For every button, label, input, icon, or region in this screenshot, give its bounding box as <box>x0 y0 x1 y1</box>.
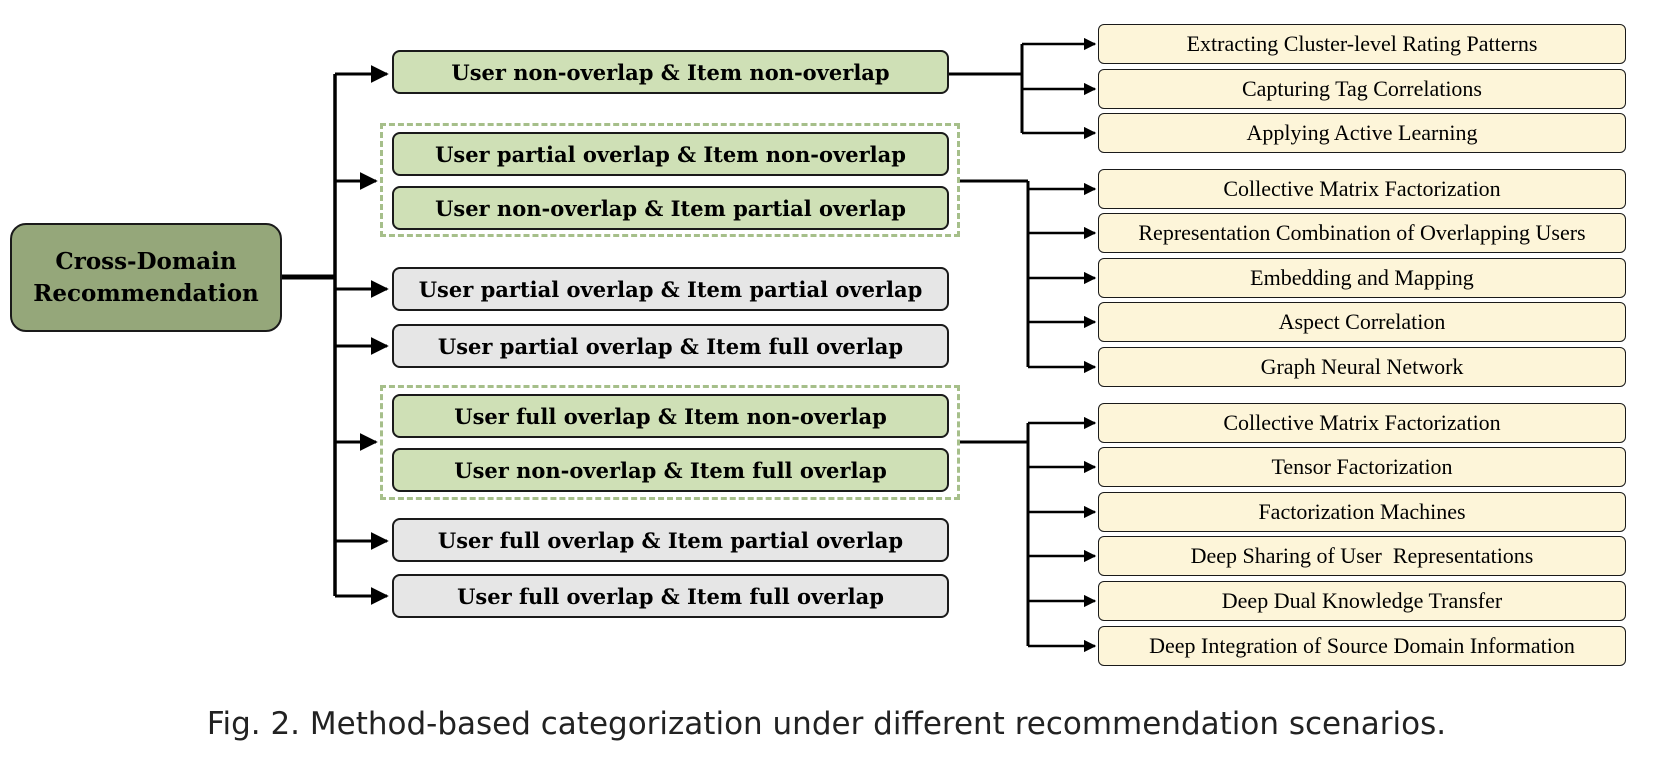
scenario-box: User non-overlap & Item non-overlap <box>392 50 949 94</box>
scenario-box: User partial overlap & Item partial over… <box>392 267 949 311</box>
scenario-group-partial-nonoverlap <box>380 123 960 237</box>
method-box: Tensor Factorization <box>1098 447 1626 487</box>
method-box: Factorization Machines <box>1098 492 1626 532</box>
scenario-box: User non-overlap & Item full overlap <box>392 448 949 492</box>
figure-caption: Fig. 2. Method-based categorization unde… <box>206 706 1447 742</box>
method-box: Collective Matrix Factorization <box>1098 403 1626 443</box>
scenario-box: User non-overlap & Item partial overlap <box>392 186 949 230</box>
method-box: Deep Integration of Source Domain Inform… <box>1098 626 1626 666</box>
method-box: Representation Combination of Overlappin… <box>1098 213 1626 253</box>
method-box: Extracting Cluster-level Rating Patterns <box>1098 24 1626 64</box>
scenario-box: User partial overlap & Item full overlap <box>392 324 949 368</box>
method-box: Deep Sharing of User Representations <box>1098 536 1626 576</box>
method-box: Aspect Correlation <box>1098 302 1626 342</box>
scenario-box: User full overlap & Item non-overlap <box>392 394 949 438</box>
method-box: Graph Neural Network <box>1098 347 1626 387</box>
method-box: Applying Active Learning <box>1098 113 1626 153</box>
method-box: Embedding and Mapping <box>1098 258 1626 298</box>
root-label-line2: Recommendation <box>33 279 259 307</box>
method-box: Capturing Tag Correlations <box>1098 69 1626 109</box>
scenario-box: User partial overlap & Item non-overlap <box>392 132 949 176</box>
root-node-cross-domain-recommendation: Cross-Domain Recommendation <box>10 223 282 332</box>
root-label-line1: Cross-Domain <box>55 247 237 275</box>
scenario-box: User full overlap & Item full overlap <box>392 574 949 618</box>
scenario-group-full-nonoverlap <box>380 385 960 500</box>
method-box: Deep Dual Knowledge Transfer <box>1098 581 1626 621</box>
scenario-box: User full overlap & Item partial overlap <box>392 518 949 562</box>
method-box: Collective Matrix Factorization <box>1098 169 1626 209</box>
